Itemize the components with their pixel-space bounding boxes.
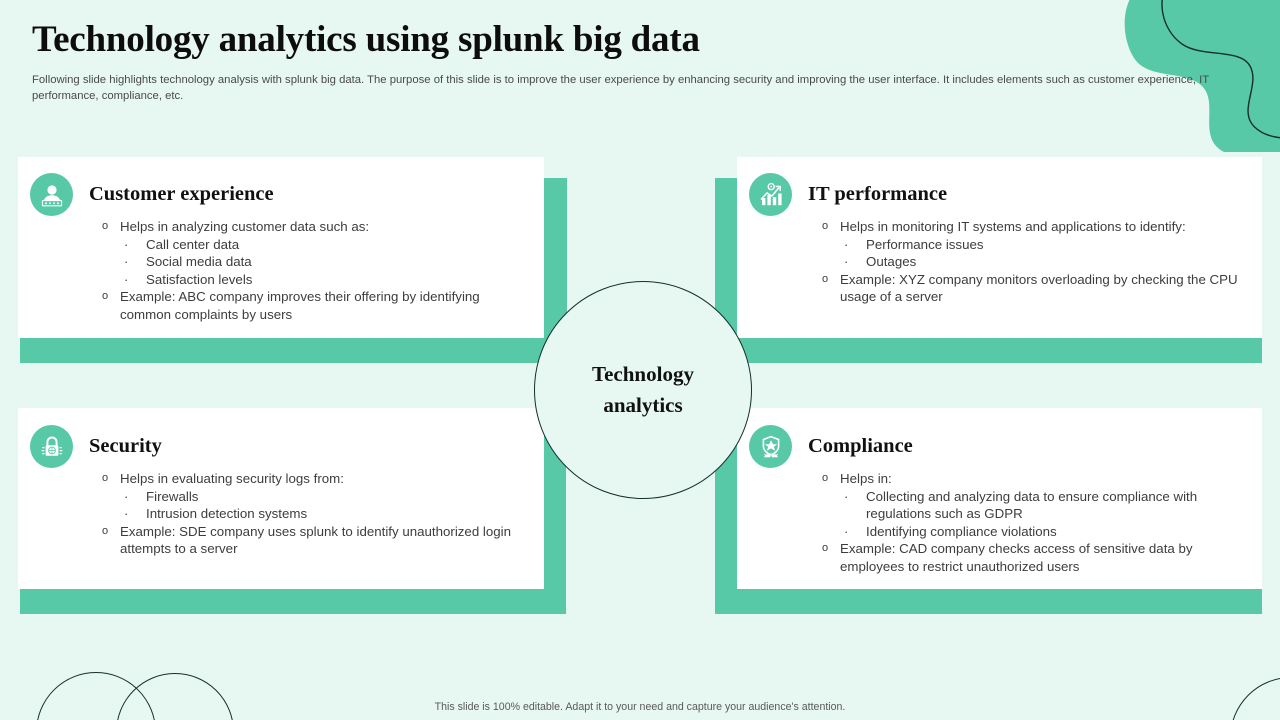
list-item: o Helps in analyzing customer data such … xyxy=(102,218,528,236)
list-item: o Example: XYZ company monitors overload… xyxy=(822,271,1252,306)
card-header-compliance: Compliance xyxy=(749,425,913,468)
list-item: o Example: CAD company checks access of … xyxy=(822,540,1252,575)
card-header-it-performance: IT performance xyxy=(749,173,947,216)
list-item: · Outages xyxy=(844,253,1252,271)
footer-note: This slide is 100% editable. Adapt it to… xyxy=(434,701,846,713)
card-title-it-performance: IT performance xyxy=(808,183,948,205)
bullet-marker: o xyxy=(102,290,109,303)
bullet-text: Helps in monitoring IT systems and appli… xyxy=(840,219,1186,234)
bullet-marker: o xyxy=(822,272,829,285)
bullet-text: Example: ABC company improves their offe… xyxy=(120,289,480,322)
card-title-compliance: Compliance xyxy=(808,435,913,457)
decorative-circle-bottom-right xyxy=(1230,677,1280,720)
page-subtitle: Following slide highlights technology an… xyxy=(32,74,1209,102)
bullet-marker: · xyxy=(844,488,849,504)
card-title-customer-experience: Customer experience xyxy=(89,183,274,205)
card-header-customer-experience: Customer experience xyxy=(30,173,274,216)
bullet-marker: o xyxy=(822,542,829,555)
bullet-marker: · xyxy=(124,254,129,270)
page-title: Technology analytics using splunk big da… xyxy=(32,19,700,60)
bullet-marker: o xyxy=(102,524,109,537)
bullet-marker: o xyxy=(822,472,829,484)
list-item: · Identifying compliance violations xyxy=(844,523,1252,541)
list-item: o Example: ABC company improves their of… xyxy=(102,288,528,323)
bullet-text: Outages xyxy=(866,254,917,270)
card-compliance[interactable]: Compliance o Helps in: · Collecting and … xyxy=(737,408,1262,589)
bullet-text: Example: CAD company checks access of se… xyxy=(840,541,1193,574)
list-item: · Satisfaction levels xyxy=(124,271,528,289)
hub-line-1: Technology xyxy=(592,362,694,386)
shield-badge-icon xyxy=(749,425,792,468)
bullet-text: Performance issues xyxy=(866,236,984,252)
bullet-text: Collecting and analyzing data to ensure … xyxy=(866,488,1198,522)
bullet-marker: o xyxy=(102,472,109,484)
bullet-text: Intrusion detection systems xyxy=(146,506,308,522)
list-item: · Performance issues xyxy=(844,236,1252,254)
bullet-text: Firewalls xyxy=(146,488,199,504)
center-hub: Technology analytics xyxy=(534,281,752,499)
bullet-text: Helps in evaluating security logs from: xyxy=(120,471,344,486)
bullet-marker: · xyxy=(844,254,849,270)
card-customer-experience[interactable]: Customer experience o Helps in analyzing… xyxy=(18,157,544,338)
card-header-security: Security xyxy=(30,425,162,468)
bullet-text: Example: SDE company uses splunk to iden… xyxy=(120,523,511,557)
card-body-it-performance: o Helps in monitoring IT systems and app… xyxy=(822,218,1252,306)
list-item: o Helps in monitoring IT systems and app… xyxy=(822,218,1252,236)
bullet-text: Example: XYZ company monitors overloadin… xyxy=(840,271,1238,305)
list-item: o Helps in: xyxy=(822,470,1252,488)
card-body-security: o Helps in evaluating security logs from… xyxy=(102,470,528,558)
performance-chart-icon xyxy=(749,173,792,216)
card-body-compliance: o Helps in: · Collecting and analyzing d… xyxy=(822,470,1252,576)
list-item: · Firewalls xyxy=(124,488,528,506)
bullet-marker: · xyxy=(844,236,849,252)
customer-rating-icon xyxy=(30,173,73,216)
bullet-text: Identifying compliance violations xyxy=(866,523,1057,539)
card-title-security: Security xyxy=(89,435,162,457)
bullet-marker: · xyxy=(124,271,129,287)
list-item: · Social media data xyxy=(124,253,528,271)
bullet-marker: o xyxy=(822,220,829,232)
bullet-marker: · xyxy=(124,488,129,504)
bullet-marker: · xyxy=(844,523,849,539)
hub-line-2: analytics xyxy=(603,393,683,417)
bullet-text: Call center data xyxy=(146,236,240,252)
bullet-text: Helps in: xyxy=(840,471,892,486)
list-item: o Example: SDE company uses splunk to id… xyxy=(102,523,528,558)
card-body-customer-experience: o Helps in analyzing customer data such … xyxy=(102,218,528,324)
bullet-text: Social media data xyxy=(146,254,252,270)
list-item: · Intrusion detection systems xyxy=(124,505,528,523)
list-item: · Collecting and analyzing data to ensur… xyxy=(844,488,1252,523)
bullet-text: Satisfaction levels xyxy=(146,271,253,287)
card-it-performance[interactable]: IT performance o Helps in monitoring IT … xyxy=(737,157,1262,338)
bullet-marker: · xyxy=(124,506,129,522)
card-security[interactable]: Security o Helps in evaluating security … xyxy=(18,408,544,589)
list-item: · Call center data xyxy=(124,236,528,254)
padlock-icon xyxy=(30,425,73,468)
bullet-marker: o xyxy=(102,220,109,232)
list-item: o Helps in evaluating security logs from… xyxy=(102,470,528,488)
bullet-marker: · xyxy=(124,236,129,252)
bullet-text: Helps in analyzing customer data such as… xyxy=(120,219,370,234)
